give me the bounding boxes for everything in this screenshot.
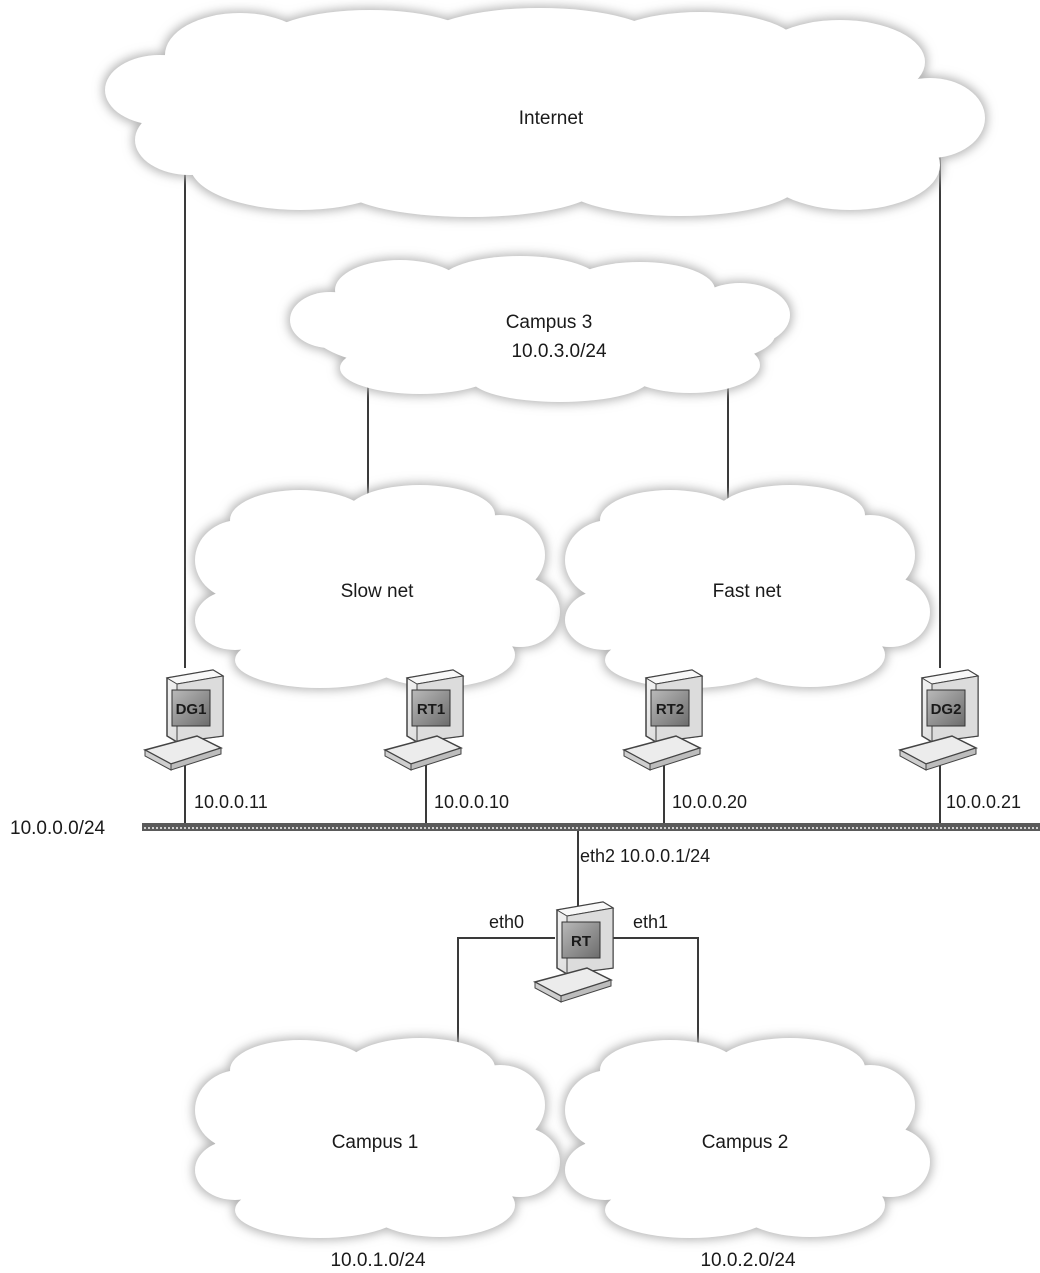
campus2-label: Campus 2 [702,1132,789,1153]
internet-label: Internet [519,108,584,129]
eth1-label: eth1 [633,912,668,932]
campus3-subnet: 10.0.3.0/24 [511,341,607,362]
campus1-subnet: 10.0.1.0/24 [330,1250,426,1271]
eth0-link [457,937,555,1060]
campus2-subnet: 10.0.2.0/24 [700,1250,796,1271]
rt1-label: RT1 [417,701,445,718]
rt2-label: RT2 [656,701,684,718]
rt-label: RT [571,933,591,950]
dg1-label: DG1 [176,701,207,718]
rt1-ip: 10.0.0.10 [434,792,509,812]
wires [184,140,941,1060]
fast-net-label: Fast net [713,581,782,602]
campus3-label: Campus 3 [506,312,593,333]
fast-net-cloud [565,485,930,688]
slow-net-label: Slow net [341,581,415,602]
rt2-ip: 10.0.0.20 [672,792,747,812]
slow-net-cloud [195,485,560,688]
campus1-label: Campus 1 [332,1132,419,1153]
backbone-bus [142,823,1040,831]
dg1-ip: 10.0.0.11 [194,792,268,812]
rt-computer-icon: RT [532,901,615,1003]
campus1-cloud [195,1038,560,1238]
eth0-label: eth0 [489,912,524,932]
backbone-subnet-label: 10.0.0.0/24 [10,818,106,839]
rt2-computer-icon: RT2 [621,669,704,771]
campus3-cloud [290,256,790,402]
campus2-cloud [565,1038,930,1238]
dg2-label: DG2 [931,701,962,718]
eth2-label: eth2 10.0.0.1/24 [580,846,710,866]
eth1-link [612,937,699,1058]
internet-cloud [105,8,985,217]
rt1-computer-icon: RT1 [382,669,465,771]
dg2-ip: 10.0.0.21 [946,792,1021,812]
dg1-computer-icon: DG1 [142,669,225,771]
dg2-computer-icon: DG2 [897,669,980,771]
